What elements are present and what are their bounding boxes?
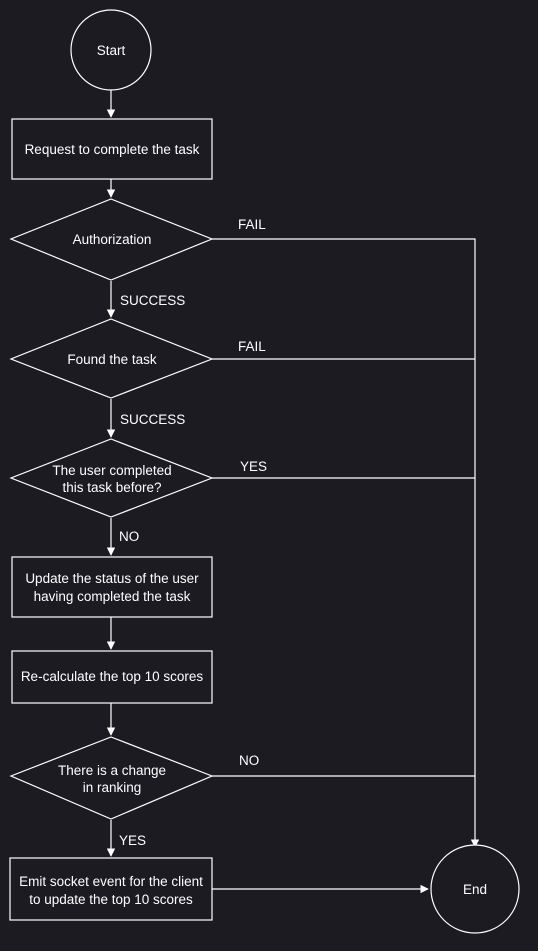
found-task-label: Found the task <box>67 352 157 367</box>
completed-no-label: NO <box>119 529 139 544</box>
auth-fail-label: FAIL <box>238 217 266 232</box>
found-task-decision: Found the task <box>9 318 214 399</box>
ranking-yes-label: YES <box>119 833 146 848</box>
recalculate-label: Re-calculate the top 10 scores <box>21 669 204 684</box>
request-label: Request to complete the task <box>25 142 200 157</box>
completed-before-label-line2: this task before? <box>62 480 161 495</box>
request-node: Request to complete the task <box>11 118 213 180</box>
start-label: Start <box>97 43 126 58</box>
update-status-label-line2: having completed the task <box>34 589 191 604</box>
authorization-label: Authorization <box>73 232 152 247</box>
completed-before-decision: The user completed this task before? <box>9 438 214 518</box>
end-node: End <box>430 844 520 934</box>
found-fail-label: FAIL <box>238 339 266 354</box>
recalculate-node: Re-calculate the top 10 scores <box>11 650 213 704</box>
authorization-decision: Authorization <box>9 198 214 281</box>
update-status-node: Update the status of the user having com… <box>11 556 213 618</box>
emit-node: Emit socket event for the client to upda… <box>9 857 213 921</box>
completed-before-label-line1: The user completed <box>52 463 171 478</box>
end-label: End <box>463 882 487 897</box>
ranking-change-label-line2: in ranking <box>83 780 142 795</box>
start-node: Start <box>70 9 152 91</box>
found-success-label: SUCCESS <box>120 412 185 427</box>
emit-label-line1: Emit socket event for the client <box>19 874 203 889</box>
ranking-no-label: NO <box>239 753 259 768</box>
ranking-change-decision: There is a change in ranking <box>9 736 214 820</box>
ranking-change-label-line1: There is a change <box>58 763 166 778</box>
emit-label-line2: to update the top 10 scores <box>29 892 193 907</box>
completed-yes-label: YES <box>240 459 267 474</box>
update-status-label-line1: Update the status of the user <box>25 571 199 586</box>
auth-success-label: SUCCESS <box>120 293 185 308</box>
edge-authorization-fail-end <box>212 238 480 848</box>
